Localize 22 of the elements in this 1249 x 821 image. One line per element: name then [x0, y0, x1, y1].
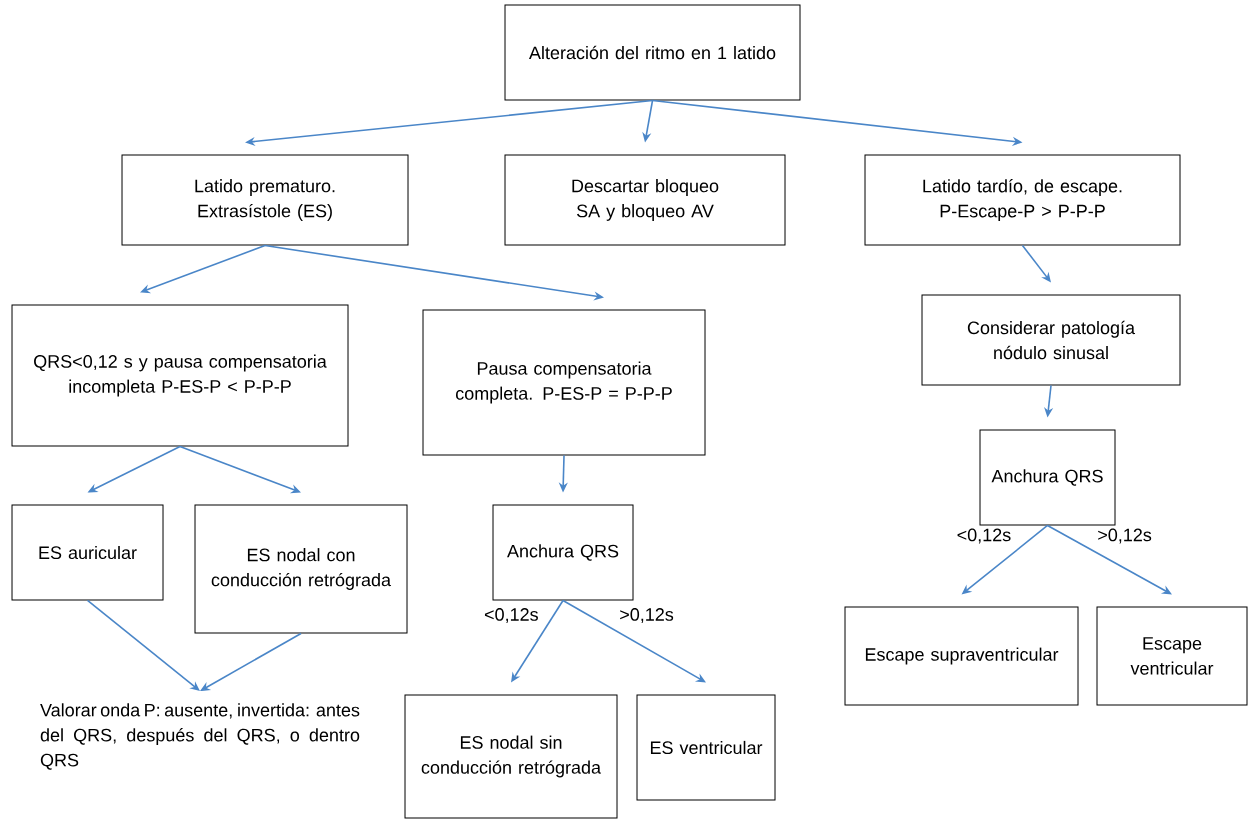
process-box: Latido tardío, de escape. P-Escape-P > P-P-P [864, 154, 1181, 246]
process-box: Escape supraventricular [844, 606, 1079, 706]
process-box: ES ventricular [636, 694, 776, 801]
process-box: ES nodal con conducción retrógrada [194, 504, 408, 634]
process-box: Anchura QRS [979, 429, 1116, 526]
process-box: Escape ventricular [1096, 606, 1248, 706]
process-box: Pausa compensatoria completa. P-ES-P = P-P-P [422, 309, 706, 456]
process-box: Anchura QRS [492, 504, 634, 601]
process-box: Alteración del ritmo en 1 latido [504, 4, 801, 101]
edge-label: <0,12s [484, 608, 538, 623]
arrow [562, 599, 706, 683]
note-text: Valorar onda P: ausente, invertida: antes del QRS, después del QRS, o dentro QRS [40, 703, 360, 770]
edge-label: >0,12s [620, 608, 674, 623]
process-box: Descartar bloqueo SA y bloqueo AV [504, 154, 786, 246]
edge-label: <0,12s [957, 528, 1011, 544]
process-box: Considerar patología nódulo sinusal [921, 294, 1181, 386]
process-box: QRS<0,12 s y pausa compensatoria incompleta P-ES-P < P-P-P [11, 304, 349, 447]
arrow [1046, 524, 1172, 595]
process-box: Latido prematuro. Extrasístole (ES) [121, 154, 409, 246]
edge-label: >0,12s [1098, 528, 1152, 544]
process-box: ES auricular [11, 504, 164, 601]
process-box: ES nodal sin conducción retrógrada [404, 694, 618, 819]
